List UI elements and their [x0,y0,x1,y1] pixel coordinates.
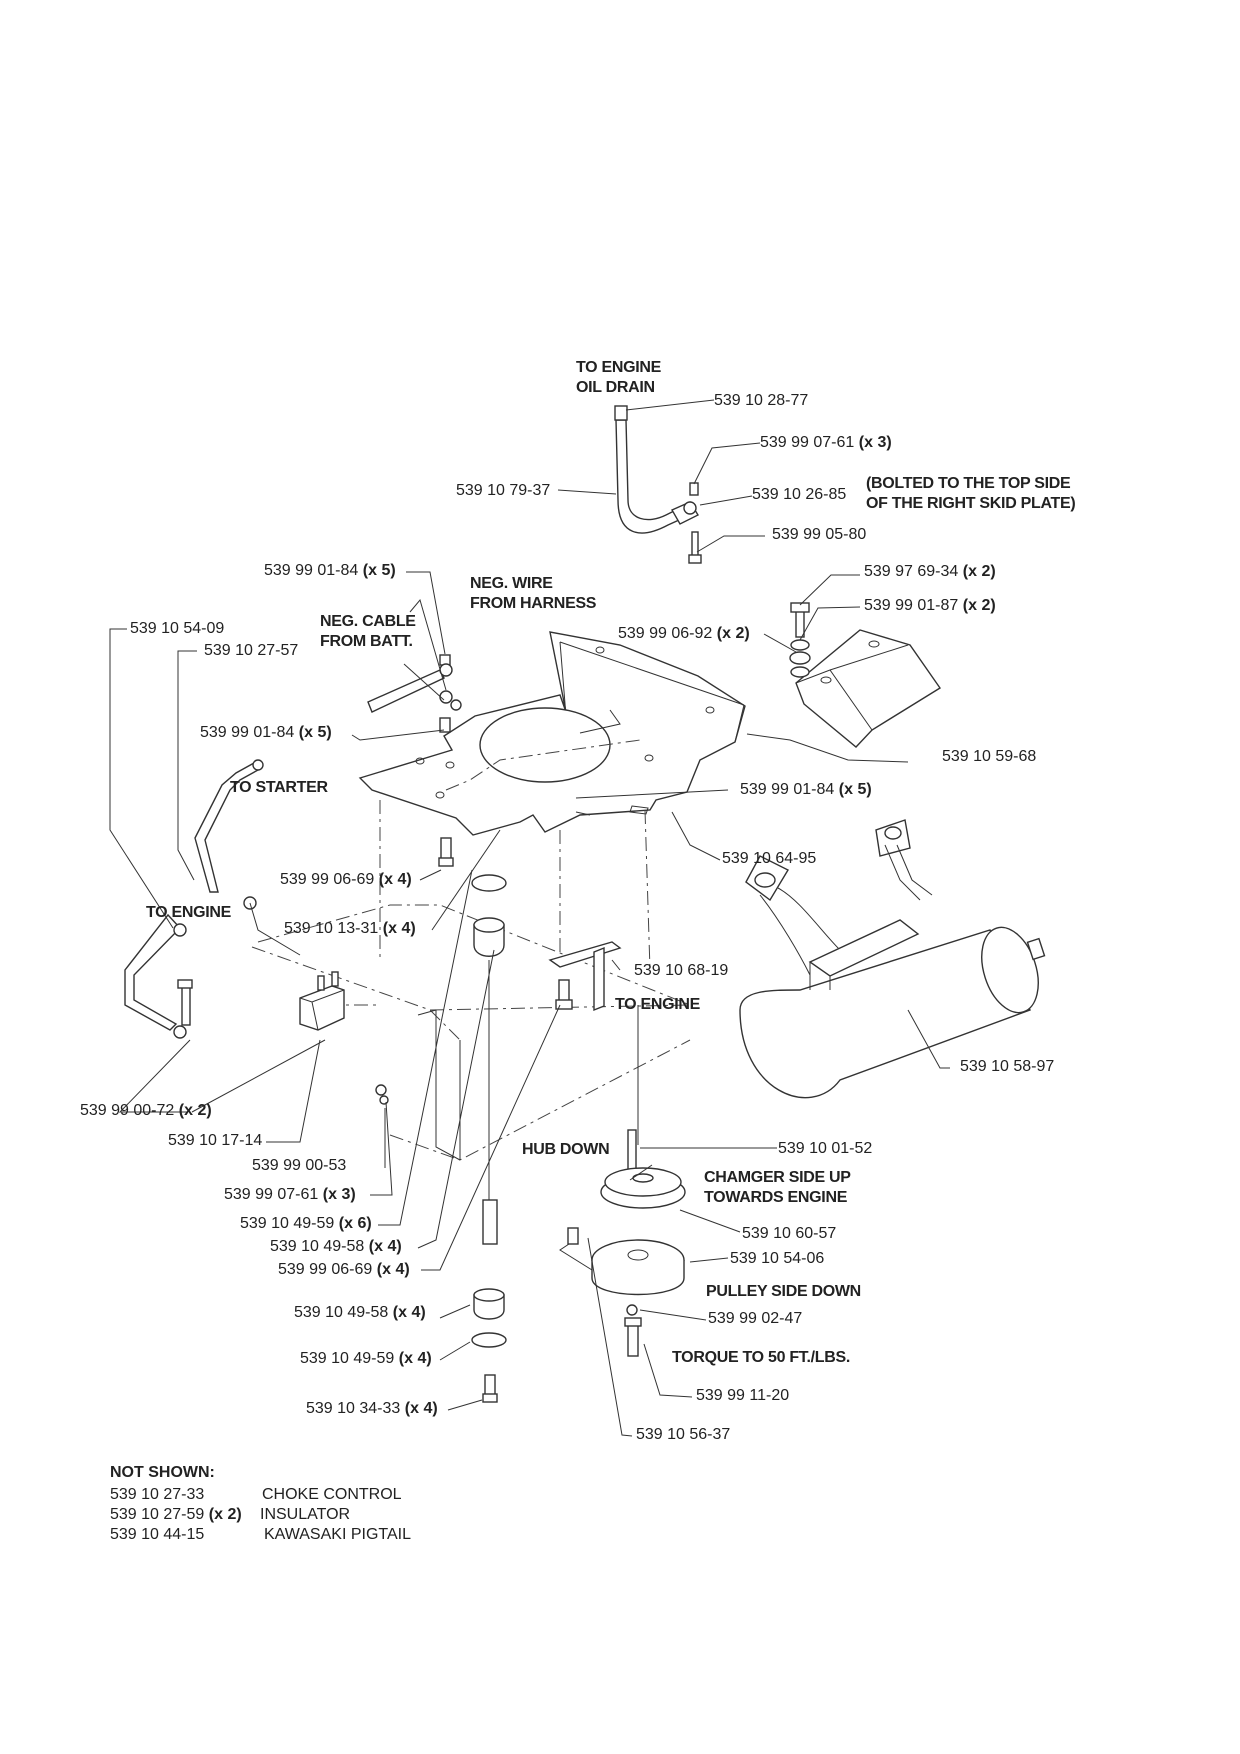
callout-muffler: 539 10 58-97 [960,1058,1055,1075]
callout-solenoid: 539 10 17-14 [168,1132,263,1149]
note-torque: TORQUE TO 50 FT./LBS. [672,1349,851,1366]
leader-lines [109,399,950,1437]
callout-clutch-washer: 539 99 02-47 [708,1310,803,1327]
callout-hose-clamp: 539 10 26-85 [752,486,847,503]
battery-cables [124,654,462,1039]
callout-clutch: 539 10 54-06 [730,1250,825,1267]
callout-starter-cable: 539 10 27-57 [204,642,299,659]
callout-muffler-bracket: 539 10 68-19 [634,962,729,979]
callout-washer-skid: 539 99 06-92 (x 2) [618,625,750,642]
callout-bolt-plate: 539 99 06-69 (x 4) [280,871,412,888]
callout-skid-plate: 539 10 59-68 [942,748,1037,765]
callout-key: 539 10 01-52 [778,1140,873,1157]
engine-mounting-plate [358,631,746,836]
callout-skid-washer: 539 99 01-87 (x 2) [864,597,996,614]
muffler [739,819,1046,1099]
callout-oil-drain-plug: 539 10 28-77 [714,392,809,409]
callout-nut-right: 539 99 01-84 (x 5) [740,781,872,798]
callout-solenoid-bolt: 539 99 00-72 (x 2) [80,1102,212,1119]
not-shown-desc-3: KAWASAKI PIGTAIL [264,1526,411,1543]
muffler-bracket [548,941,622,1012]
callout-oil-drain-hose: 539 10 79-37 [456,482,551,499]
not-shown-part-2: 539 10 27-59 (x 2) [110,1506,242,1523]
callout-solenoid-nut: 539 99 00-53 [252,1157,347,1174]
callout-mount-bolt: 539 10 34-33 (x 4) [306,1400,438,1417]
callout-skid-bolt: 539 97 69-34 (x 2) [864,563,996,580]
skid-plate-bracket [789,602,941,748]
callout-nut-mid: 539 99 01-84 (x 5) [200,724,332,741]
callout-isolator-lower: 539 10 49-58 (x 4) [294,1304,426,1321]
callout-nut-frame: 539 99 07-61 (x 3) [224,1186,356,1203]
not-shown-part-1: 539 10 27-33 [110,1486,205,1503]
callout-clamp-bolt: 539 99 05-80 [772,526,867,543]
not-shown-desc-1: CHOKE CONTROL [262,1486,402,1503]
note-pulley-side-down: PULLEY SIDE DOWN [706,1283,861,1300]
callout-clutch-bolt: 539 99 11-20 [696,1387,790,1404]
starter-solenoid [177,971,345,1031]
not-shown-heading: NOT SHOWN: [110,1464,215,1481]
note-hub-down: HUB DOWN [522,1141,610,1158]
oil-drain-hose [614,405,702,564]
callout-isolator-upper: 539 10 49-58 (x 4) [270,1238,402,1255]
callout-plate-screw: 539 10 13-31 (x 4) [284,920,416,937]
callout-bolt-lower: 539 99 06-69 (x 4) [278,1261,410,1278]
callout-clamp-screw: 539 99 07-61 (x 3) [760,434,892,451]
callout-washer-upper: 539 10 49-59 (x 6) [240,1215,372,1232]
not-shown-part-3: 539 10 44-15 [110,1526,205,1543]
note-to-engine-right: TO ENGINE [615,996,701,1013]
callout-clutch-harness: 539 10 56-37 [636,1426,731,1443]
callout-nut-top: 539 99 01-84 (x 5) [264,562,396,579]
callout-engine-plate: 539 10 64-95 [722,850,817,867]
not-shown-desc-2: INSULATOR [260,1506,351,1523]
callout-ground-cable: 539 10 54-09 [130,620,225,637]
callout-pulley: 539 10 60-57 [742,1225,837,1242]
callout-washer-lower: 539 10 49-59 (x 4) [300,1350,432,1367]
note-to-engine-left: TO ENGINE [146,904,232,921]
clutch-assembly [559,1129,686,1357]
note-to-starter: TO STARTER [230,779,328,796]
isolator-stack [375,837,573,1403]
